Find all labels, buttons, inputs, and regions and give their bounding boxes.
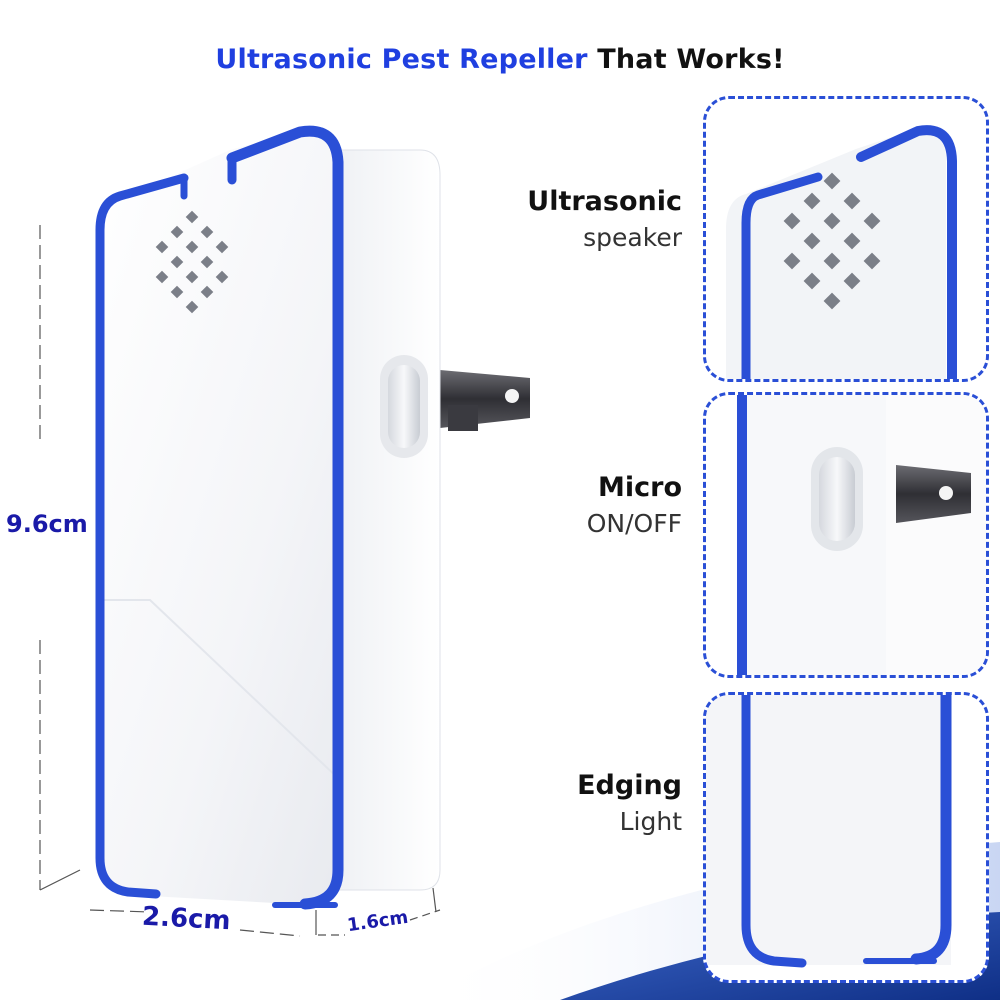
speaker-hole xyxy=(843,272,861,290)
dimension-lines xyxy=(39,225,441,937)
speaker-hole xyxy=(200,285,214,299)
speaker-hole xyxy=(215,270,229,284)
speaker-hole xyxy=(803,272,821,290)
switch-closeup xyxy=(737,395,986,675)
speaker-hole xyxy=(783,212,801,230)
feature-title: Ultrasonic xyxy=(527,186,682,217)
speaker-hole xyxy=(200,255,214,269)
feature-edging-light: Edging Light xyxy=(577,770,682,836)
dimension-width: 2.6cm xyxy=(141,901,232,937)
feature-subtitle: Light xyxy=(619,807,682,836)
feature-ultrasonic-speaker: Ultrasonic speaker xyxy=(527,186,682,252)
speaker-hole xyxy=(863,252,881,270)
speaker-hole xyxy=(170,285,184,299)
device-front xyxy=(100,128,340,905)
speaker-hole xyxy=(823,252,841,270)
speaker-hole xyxy=(185,270,199,284)
speaker-hole xyxy=(803,192,821,210)
speaker-hole xyxy=(823,292,841,310)
feature-title: Micro xyxy=(598,472,682,503)
feature-micro-onoff: Micro ON/OFF xyxy=(587,472,682,538)
speaker-hole xyxy=(185,210,199,224)
speaker-hole xyxy=(155,270,169,284)
speaker-hole xyxy=(823,212,841,230)
edging-closeup xyxy=(706,695,952,968)
plug-prong xyxy=(440,370,530,431)
speaker-hole xyxy=(200,225,214,239)
speaker-hole xyxy=(185,300,199,314)
title-rest: That Works! xyxy=(597,44,785,76)
dimension-height: 9.6cm xyxy=(6,510,88,538)
speaker-hole xyxy=(155,240,169,254)
speaker-hole xyxy=(843,232,861,250)
speaker-hole xyxy=(823,172,841,190)
speaker-hole xyxy=(185,240,199,254)
speaker-hole xyxy=(843,192,861,210)
speaker-hole xyxy=(863,212,881,230)
speaker-hole xyxy=(215,240,229,254)
onoff-switch[interactable] xyxy=(380,355,428,458)
speaker-grille xyxy=(155,210,229,314)
feature-subtitle: ON/OFF xyxy=(586,509,682,538)
speaker-hole xyxy=(803,232,821,250)
speaker-hole xyxy=(170,255,184,269)
feature-title: Edging xyxy=(577,770,682,801)
title-accent: Ultrasonic Pest Repeller xyxy=(215,44,588,76)
feature-subtitle: speaker xyxy=(583,223,682,252)
edging-light xyxy=(95,125,344,910)
detail-box-speaker xyxy=(703,96,989,382)
speaker-closeup xyxy=(726,125,957,379)
speaker-hole xyxy=(783,252,801,270)
detail-box-edging xyxy=(703,692,989,983)
detail-box-switch xyxy=(703,392,989,678)
speaker-hole xyxy=(170,225,184,239)
page-title: Ultrasonic Pest Repeller That Works! xyxy=(0,44,1000,75)
